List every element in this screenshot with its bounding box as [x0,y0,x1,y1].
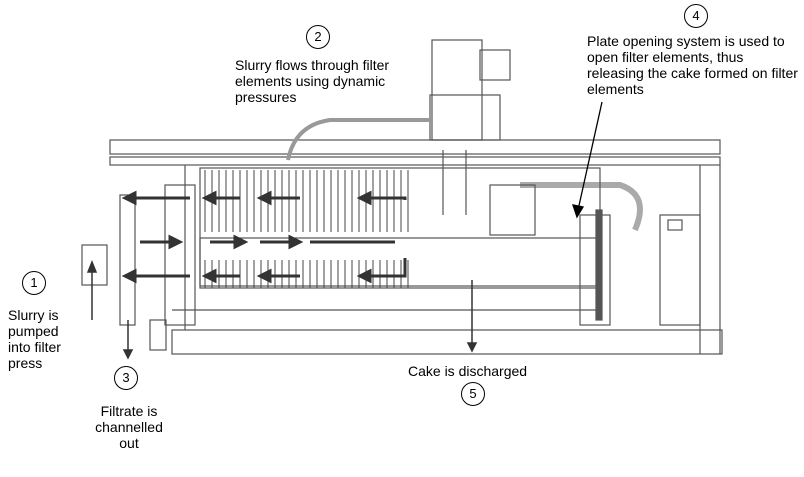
step-2-number: 2 [306,25,330,49]
step-3-label: Filtrate is channelled out [95,403,163,451]
step-4-number: 4 [684,4,708,28]
step-1-label: Slurry is pumped into filter press [8,307,61,371]
step-5-label: Cake is discharged [408,363,528,379]
step-5-number: 5 [461,382,485,406]
step-3-number: 3 [114,366,138,390]
step-2-label: Slurry flows through filter elements usi… [235,57,390,105]
step-1-number: 1 [22,271,46,295]
step-4-label: Plate opening system is used to open fil… [587,33,798,97]
